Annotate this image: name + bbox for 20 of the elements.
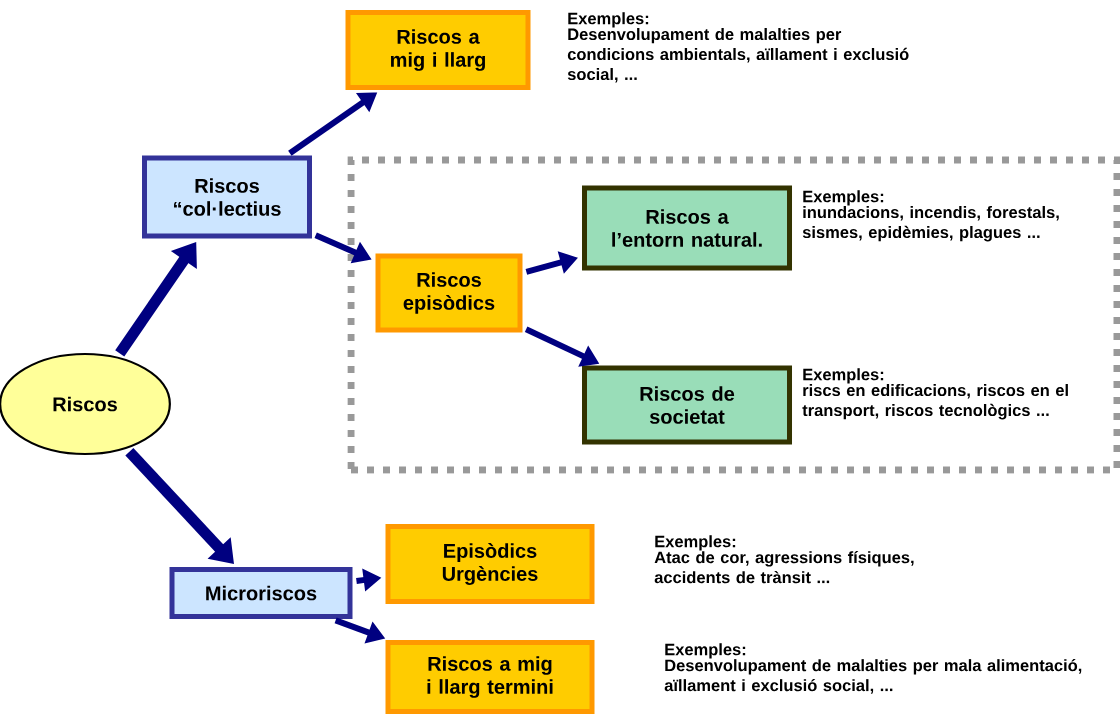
examples-heading: Exemples:	[655, 535, 736, 551]
example-text: riscs en edificacions, riscos en el transport, riscos tecnològics ...	[802, 384, 1068, 420]
risk-box: Riscos episòdics	[375, 253, 523, 333]
arrow	[125, 447, 234, 564]
risk-box: Riscos a l’entorn natural.	[582, 185, 792, 271]
risk-box: Riscos a mig i llarg	[345, 10, 531, 90]
examples-heading: Exemples:	[803, 190, 884, 206]
risk-box: Riscos a mig i llarg termini	[385, 640, 595, 714]
risk-box: Episòdics Urgències	[385, 524, 595, 604]
example-text: Atac de cor, agressions físiques, accidents de trànsit ...	[654, 551, 914, 584]
example-text: Desenvolupament de malalties per mala alimentació, aïllament i exclusió social, ...	[664, 659, 1082, 694]
category-box: Riscos “col·lectius	[142, 155, 312, 239]
example-text: Desenvolupament de malalties per condicions ambientals, aïllament i exclusió social, ...	[567, 28, 909, 83]
examples-heading: Exemples:	[665, 643, 746, 659]
examples-heading: Exemples:	[803, 368, 884, 384]
risk-box: Riscos de societat	[582, 365, 792, 445]
category-box: Microriscos	[169, 567, 353, 619]
dashed-group-box	[347, 156, 1120, 474]
examples-heading: Exemples:	[568, 12, 649, 28]
example-text: inundacions, incendis, forestals, sismes, epidèmies, plagues ...	[802, 206, 1059, 242]
